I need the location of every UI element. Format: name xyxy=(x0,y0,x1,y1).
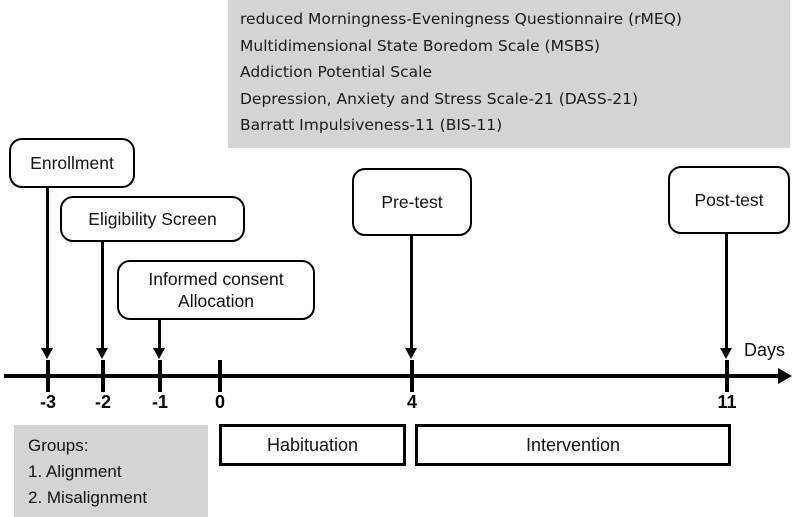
questionnaire-item: Depression, Anxiety and Stress Scale-21 … xyxy=(240,89,639,108)
phase-label: Intervention xyxy=(525,434,621,455)
groups-item: 2. Misalignment xyxy=(28,488,148,507)
phase-label: Habituation xyxy=(266,434,359,455)
milestone-box-eligibility-screen: Eligibility Screen xyxy=(60,196,245,242)
groups-panel: Groups: 1. Alignment 2. Misalignment xyxy=(14,425,208,517)
axis-tick xyxy=(46,360,50,392)
axis-tick xyxy=(725,360,729,392)
milestone-label: Enrollment xyxy=(30,153,114,173)
questionnaire-item: Addiction Potential Scale xyxy=(240,63,432,81)
milestone-label: Post-test xyxy=(694,190,764,210)
connector-stem-eligibility-screen xyxy=(101,240,104,351)
milestone-box-informed-consent-allocation: Informed consent Allocation xyxy=(117,260,315,320)
axis-tick-label: -2 xyxy=(94,392,111,412)
axis-tick-label: 4 xyxy=(406,392,417,412)
timeline-axis-arrowhead xyxy=(778,368,792,384)
axis-tick xyxy=(218,360,222,392)
axis-tick xyxy=(158,360,162,392)
connector-arrowhead-eligibility-screen xyxy=(96,348,108,359)
timeline-axis xyxy=(4,374,780,378)
connector-arrowhead-informed-consent xyxy=(153,348,165,359)
milestone-label: Informed consent Allocation xyxy=(148,269,284,311)
questionnaire-panel: reduced Morningness-Eveningness Question… xyxy=(228,0,790,148)
connector-stem-pre-test xyxy=(410,234,413,351)
connector-arrowhead-post-test xyxy=(720,348,732,359)
connector-stem-informed-consent xyxy=(158,318,161,351)
groups-title: Groups: xyxy=(28,436,89,455)
axis-tick-label: 11 xyxy=(717,392,737,412)
axis-tick-label: -1 xyxy=(151,392,168,412)
axis-tick xyxy=(410,360,414,392)
connector-arrowhead-pre-test xyxy=(405,348,417,359)
milestone-box-enrollment: Enrollment xyxy=(9,138,135,188)
questionnaire-item: Multidimensional State Boredom Scale (MS… xyxy=(240,36,601,55)
phase-box-intervention: Intervention xyxy=(415,424,731,466)
phase-box-habituation: Habituation xyxy=(219,424,406,466)
groups-item: 1. Alignment xyxy=(28,462,122,481)
milestone-box-pre-test: Pre-test xyxy=(352,168,472,236)
timeline-axis-label: Days xyxy=(744,340,786,360)
questionnaire-item: reduced Morningness-Eveningness Question… xyxy=(240,10,682,28)
milestone-label: Eligibility Screen xyxy=(88,209,217,229)
connector-stem-enrollment xyxy=(46,186,49,351)
connector-arrowhead-enrollment xyxy=(41,348,53,359)
milestone-box-post-test: Post-test xyxy=(668,166,790,234)
axis-tick-label: -3 xyxy=(39,392,56,412)
axis-tick xyxy=(101,360,105,392)
connector-stem-post-test xyxy=(725,232,728,351)
milestone-label: Pre-test xyxy=(381,192,443,212)
axis-tick-label: 0 xyxy=(214,392,225,412)
questionnaire-item: Barratt Impulsiveness-11 (BIS-11) xyxy=(240,116,503,134)
